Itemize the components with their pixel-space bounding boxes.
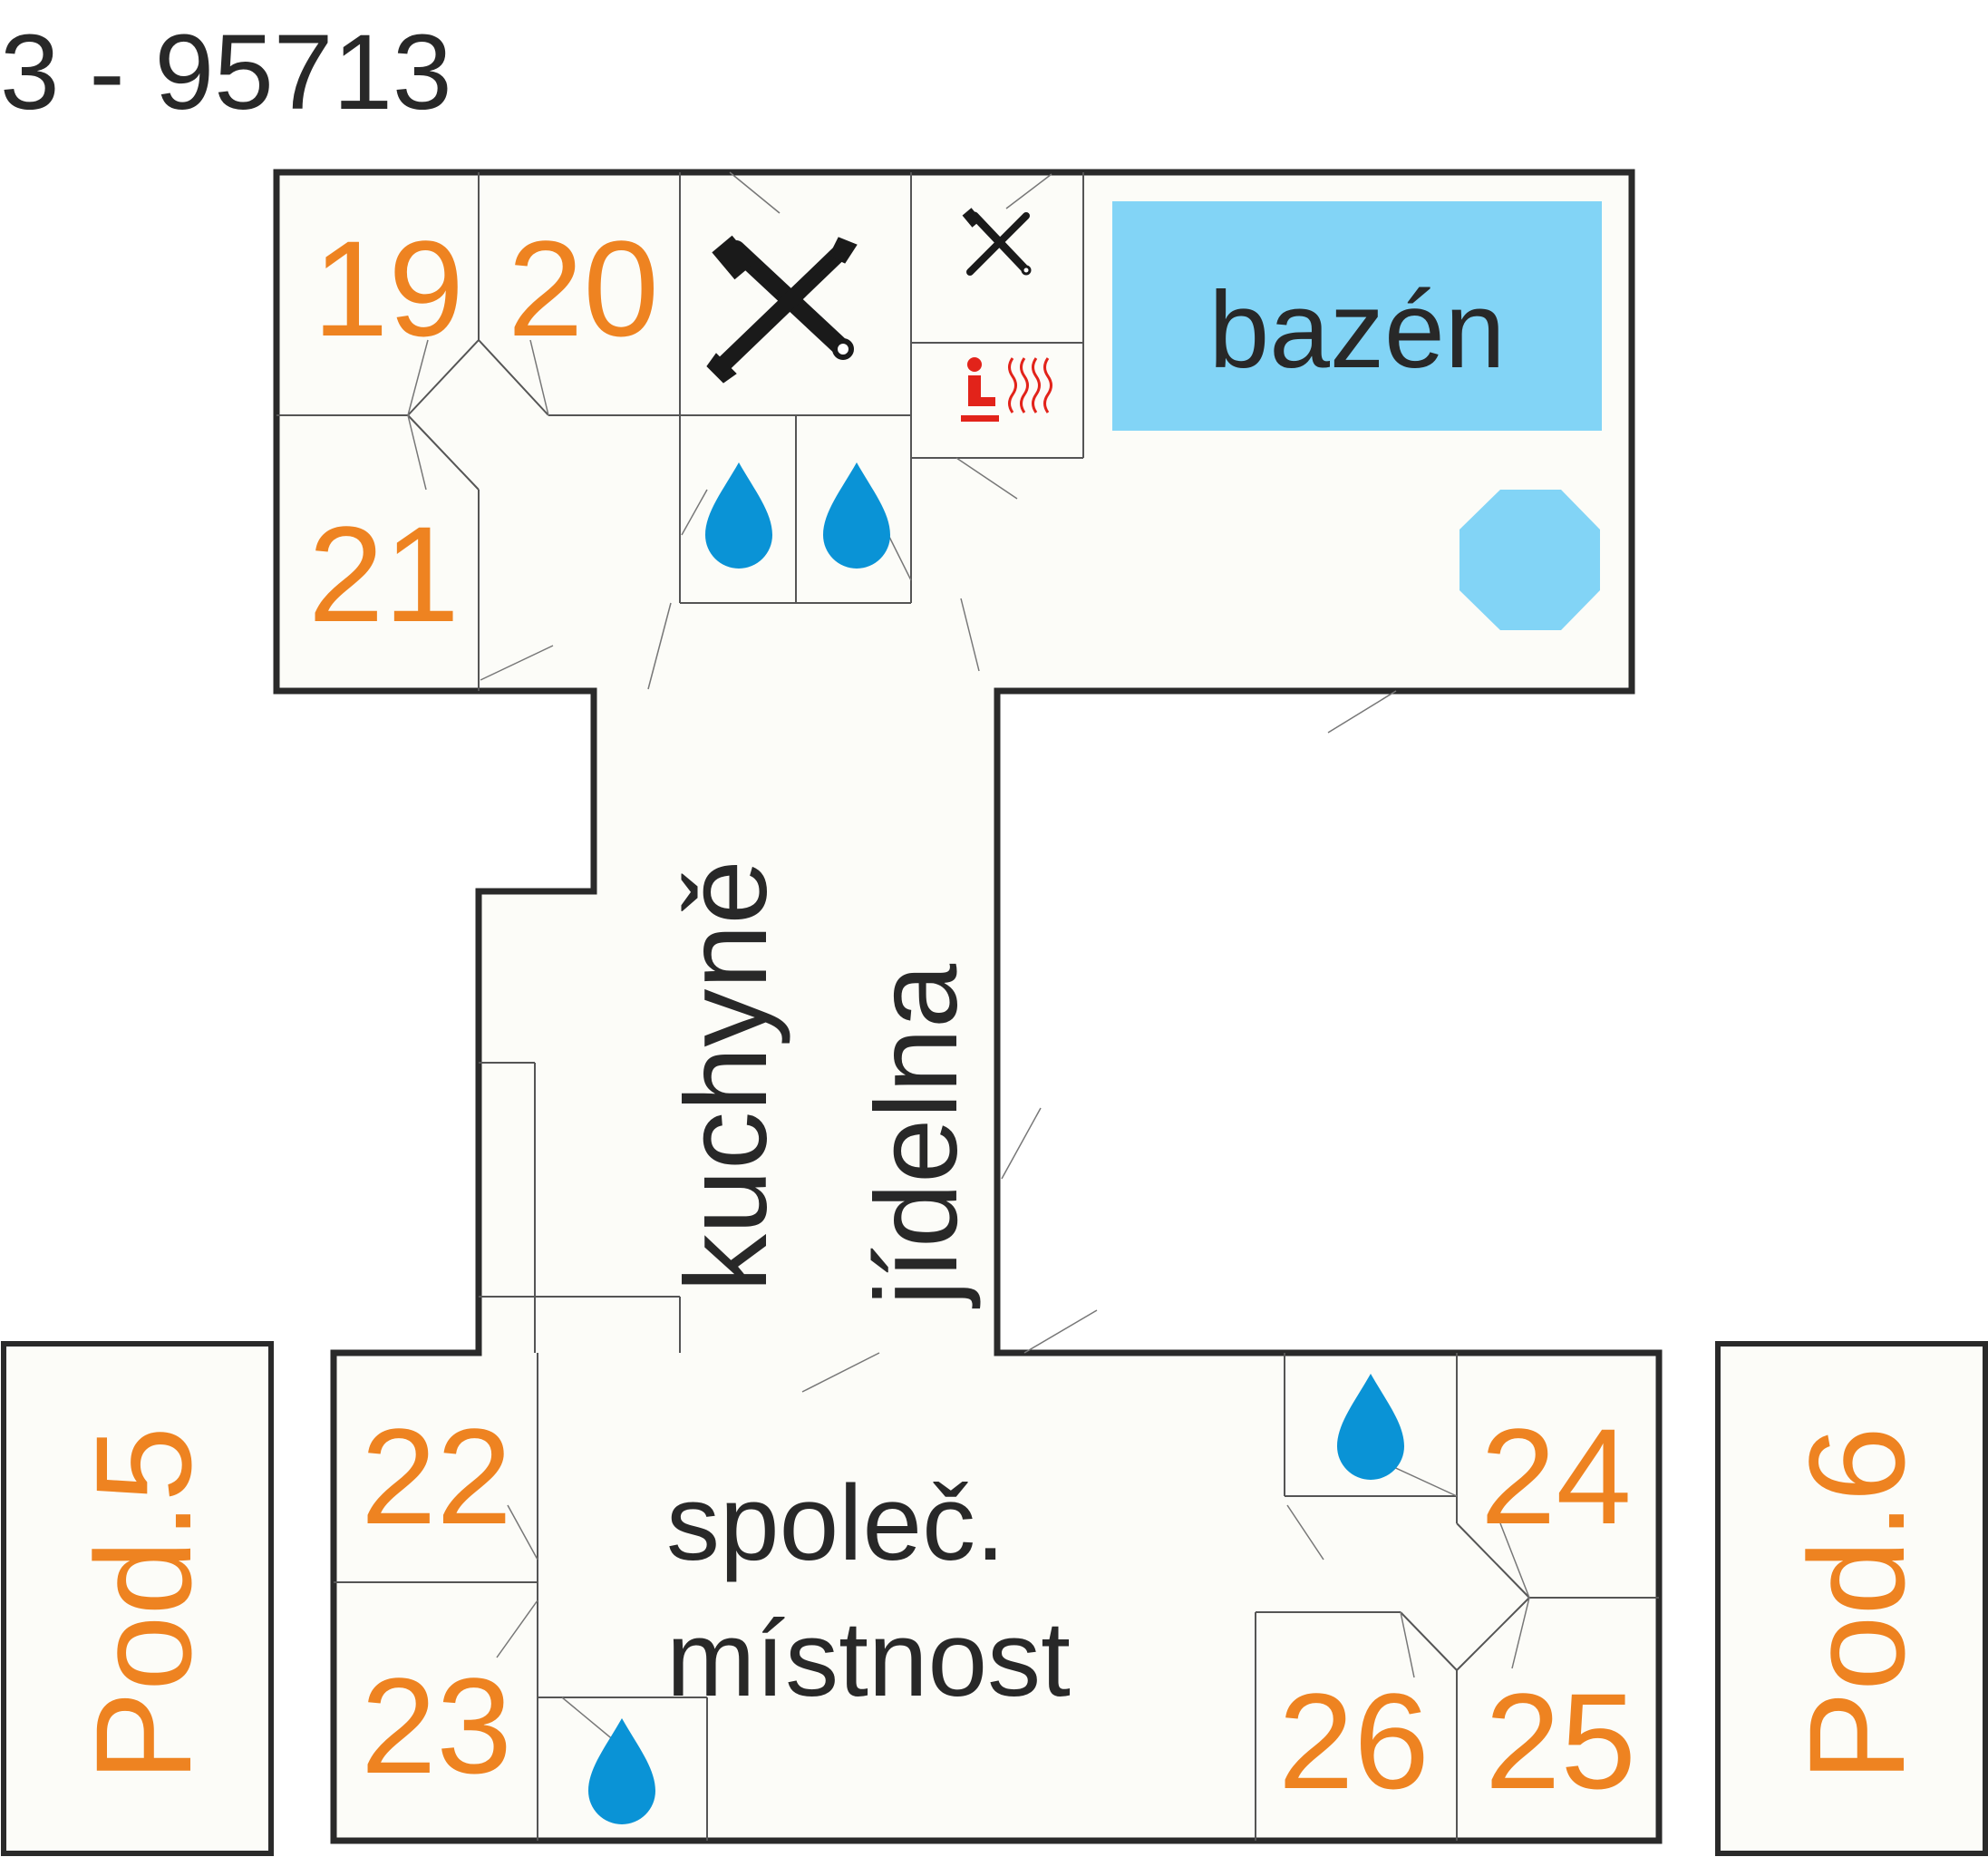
room-21-label: 21 bbox=[308, 498, 460, 650]
dining-label: jídelna bbox=[852, 963, 982, 1309]
plan-title: 3 - 95713 bbox=[0, 13, 452, 132]
water-drop-icon bbox=[705, 462, 772, 569]
room-22-label: 22 bbox=[361, 1400, 512, 1552]
tools-icon-small bbox=[962, 208, 1032, 276]
pod6-box bbox=[1715, 1341, 1988, 1856]
room-26-label: 26 bbox=[1278, 1665, 1430, 1817]
room-24-label: 24 bbox=[1480, 1400, 1632, 1552]
door-swings bbox=[407, 171, 1530, 1751]
pod5-box bbox=[1, 1341, 274, 1856]
water-drop-icon bbox=[823, 462, 890, 569]
room-23-label: 23 bbox=[361, 1649, 512, 1802]
room-19-label: 19 bbox=[313, 212, 464, 365]
pool-label: bazén bbox=[1209, 269, 1506, 391]
pod6-label: Pod.6 bbox=[1780, 1426, 1933, 1782]
sauna-icon bbox=[961, 357, 1052, 422]
room-25-label: 25 bbox=[1485, 1665, 1636, 1817]
water-drop-icon bbox=[1337, 1374, 1404, 1480]
room-20-label: 20 bbox=[508, 212, 659, 365]
pool-area bbox=[1112, 201, 1602, 431]
interior-walls bbox=[276, 172, 1659, 1841]
pool-octagon-icon bbox=[1459, 490, 1600, 630]
kitchen-label: kuchyně bbox=[662, 860, 791, 1292]
water-drop-icon bbox=[588, 1718, 655, 1824]
common-room-label-line2: místnost bbox=[666, 1599, 1071, 1719]
building-outline bbox=[273, 169, 1663, 1844]
common-room-label-line1: společ. bbox=[666, 1463, 1005, 1583]
pod5-label: Pod.5 bbox=[67, 1426, 219, 1782]
tools-icon bbox=[706, 235, 858, 384]
